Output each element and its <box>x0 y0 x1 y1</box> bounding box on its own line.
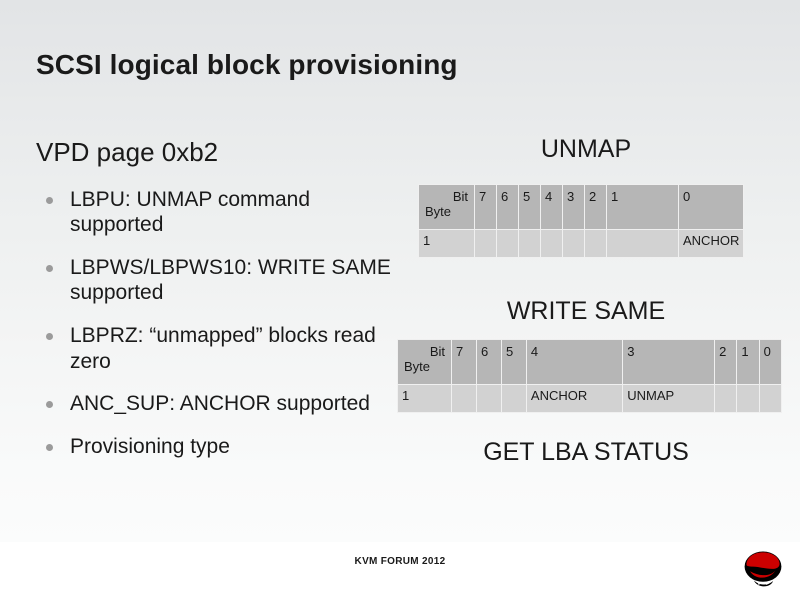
bit-field-cell-empty <box>500 384 527 413</box>
bit-header-cell-4: 4 <box>525 339 624 385</box>
bit-header-cell-4: 4 <box>540 184 563 230</box>
bit-field-cell-empty <box>736 384 760 413</box>
table-row: 1 ANCHOR <box>418 229 745 258</box>
bit-header-cell-0: 0 <box>758 339 783 385</box>
byte-number-cell: 1 <box>418 229 475 258</box>
bit-header-cell-2: 2 <box>584 184 607 230</box>
list-item: LBPU: UNMAP command supported <box>36 187 406 238</box>
bullet-dot-icon <box>46 264 53 272</box>
bit-field-cell-empty <box>714 384 738 413</box>
bit-header-cell-6: 6 <box>496 184 519 230</box>
list-item: LBPRZ: “unmapped” blocks read zero <box>36 323 406 374</box>
bullet-dot-icon <box>46 443 53 451</box>
bit-field-cell-empty <box>584 229 607 258</box>
list-item: ANC_SUP: ANCHOR supported <box>36 391 406 417</box>
bullet-dot-icon <box>46 196 53 204</box>
bit-field-cell-empty <box>562 229 585 258</box>
list-item-label: ANC_SUP: ANCHOR supported <box>70 392 370 416</box>
bit-field-cell-anchor: ANCHOR <box>677 229 745 258</box>
bit-field-cell-empty <box>496 229 519 258</box>
bit-header-cell-1: 1 <box>736 339 760 385</box>
list-item-label: LBPU: UNMAP command supported <box>70 187 311 237</box>
footer-conference-label: KVM FORUM 2012 <box>354 556 446 567</box>
get-lba-status-heading: GET LBA STATUS <box>483 438 689 466</box>
bit-axis-label: Bit <box>429 344 445 359</box>
list-item-label: LBPWS/LBPWS10: WRITE SAME supported <box>70 255 391 305</box>
write-same-heading: WRITE SAME <box>506 297 666 325</box>
bullet-dot-icon <box>46 333 53 341</box>
list-item: LBPWS/LBPWS10: WRITE SAME supported <box>36 255 406 306</box>
left-content-column: VPD page 0xb2 LBPU: UNMAP command suppor… <box>36 138 406 476</box>
bit-field-cell-empty <box>474 229 497 258</box>
bit-field-cell-anchor: ANCHOR <box>525 384 624 413</box>
list-item: Provisioning type <box>36 434 406 460</box>
bit-header-cell-3: 3 <box>622 339 716 385</box>
page-title: SCSI logical block provisioning <box>36 49 458 80</box>
bit-field-cell-empty <box>540 229 563 258</box>
vpd-page-heading: VPD page 0xb2 <box>36 137 219 167</box>
bit-field-cell-empty <box>758 384 783 413</box>
bit-field-cell-empty <box>451 384 477 413</box>
bit-header-cell-3: 3 <box>562 184 585 230</box>
list-item-label: Provisioning type <box>70 434 230 458</box>
bit-header-cell-1: 1 <box>606 184 679 230</box>
unmap-heading: UNMAP <box>540 135 632 163</box>
redhat-shadowman-icon <box>744 551 782 587</box>
bit-header-cell-7: 7 <box>451 339 477 385</box>
bullet-dot-icon <box>46 401 53 409</box>
bit-field-cell-empty <box>475 384 502 413</box>
bit-header-cell-5: 5 <box>518 184 541 230</box>
bit-header-cell-7: 7 <box>474 184 497 230</box>
byte-axis-label: Byte <box>404 359 431 374</box>
footer: KVM FORUM 2012 <box>0 542 800 600</box>
feature-bullet-list: LBPU: UNMAP command supported LBPWS/LBPW… <box>36 187 406 460</box>
bit-field-cell-empty <box>606 229 679 258</box>
byte-axis-label: Byte <box>425 204 452 219</box>
bit-header-cell-5: 5 <box>500 339 527 385</box>
list-item-label: LBPRZ: “unmapped” blocks read zero <box>70 324 376 373</box>
bit-header-cell-6: 6 <box>475 339 502 385</box>
bit-header-cell-0: 0 <box>677 184 745 230</box>
bit-axis-label: Bit <box>452 189 468 204</box>
bit-field-cell-unmap: UNMAP <box>622 384 716 413</box>
byte-number-cell: 1 <box>397 384 452 413</box>
bit-field-cell-empty <box>518 229 541 258</box>
bit-header-cell-2: 2 <box>714 339 738 385</box>
